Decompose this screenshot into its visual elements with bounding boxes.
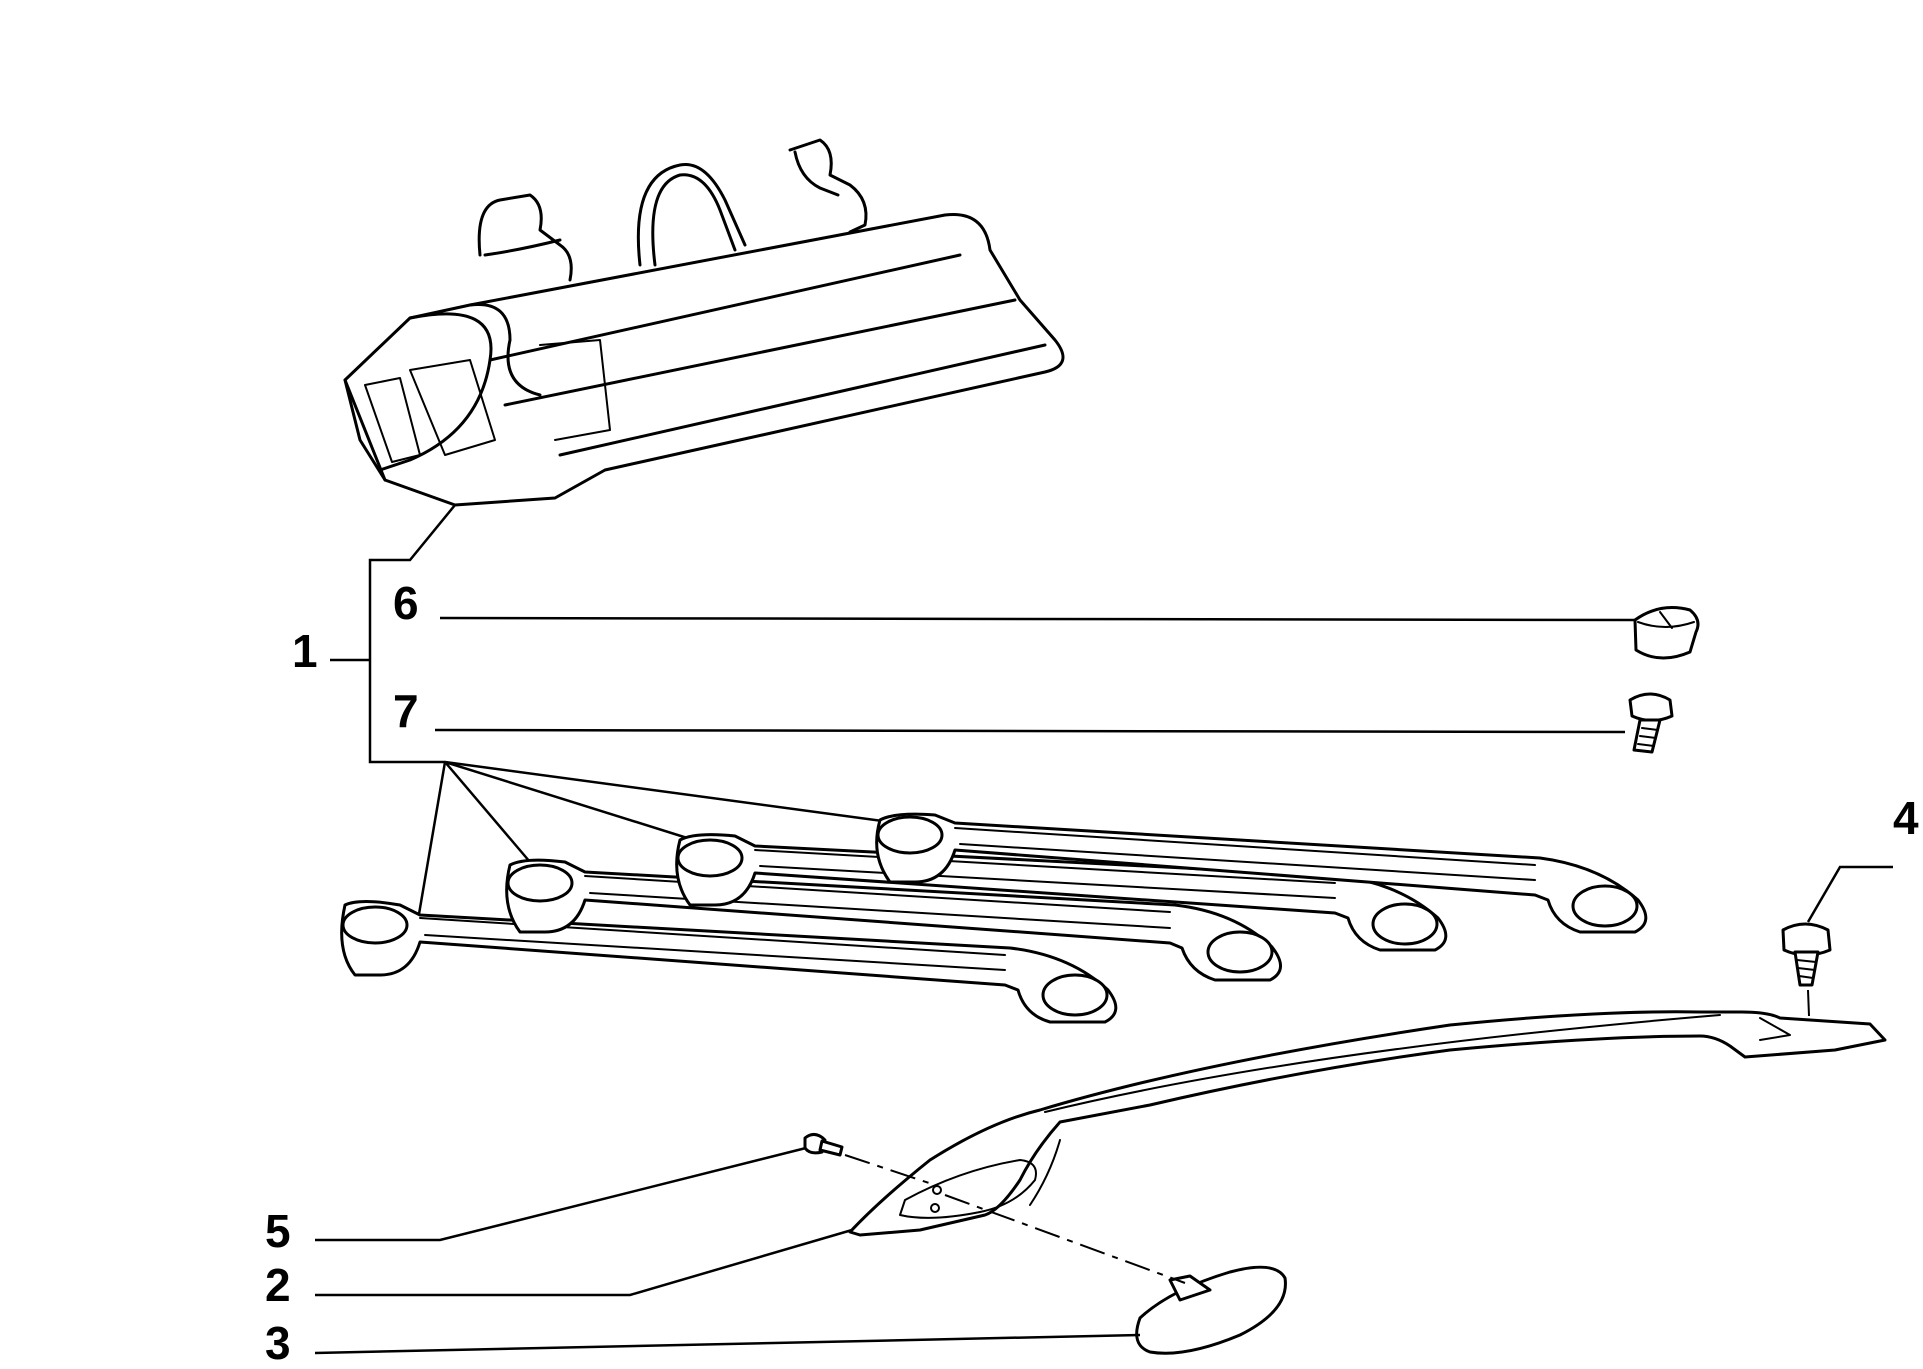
leader-line-7 [434, 728, 1626, 734]
roof-bar-storage-bag [343, 138, 1065, 507]
roof-cross-bars [340, 812, 1648, 1024]
axis-line-3 [944, 1194, 1186, 1284]
cap-screw-icon [803, 1133, 844, 1157]
bar-screw-icon [1628, 692, 1674, 754]
leader-line-2 [315, 1228, 853, 1297]
callout-4: 4 [1893, 792, 1919, 844]
rail-end-cap-icon [1135, 1265, 1287, 1355]
roof-rail-icon [848, 1010, 1887, 1237]
leader-line-6 [439, 616, 1636, 622]
callout-2: 2 [265, 1259, 291, 1311]
callout-3: 3 [265, 1317, 291, 1369]
callout-7: 7 [393, 685, 419, 737]
callout-5: 5 [265, 1205, 291, 1257]
kit-bracket [330, 504, 891, 956]
bar-plug-icon [1633, 606, 1700, 660]
leader-line-5 [315, 1146, 807, 1242]
callout-1: 1 [292, 625, 318, 677]
leader-line-3 [314, 1333, 1141, 1355]
callout-6: 6 [393, 577, 419, 629]
axis-line-5 [844, 1154, 936, 1186]
leader-line-4 [1806, 865, 1893, 923]
rail-fixing-screw-icon [1781, 922, 1832, 987]
axis-line-4 [1807, 989, 1811, 1043]
